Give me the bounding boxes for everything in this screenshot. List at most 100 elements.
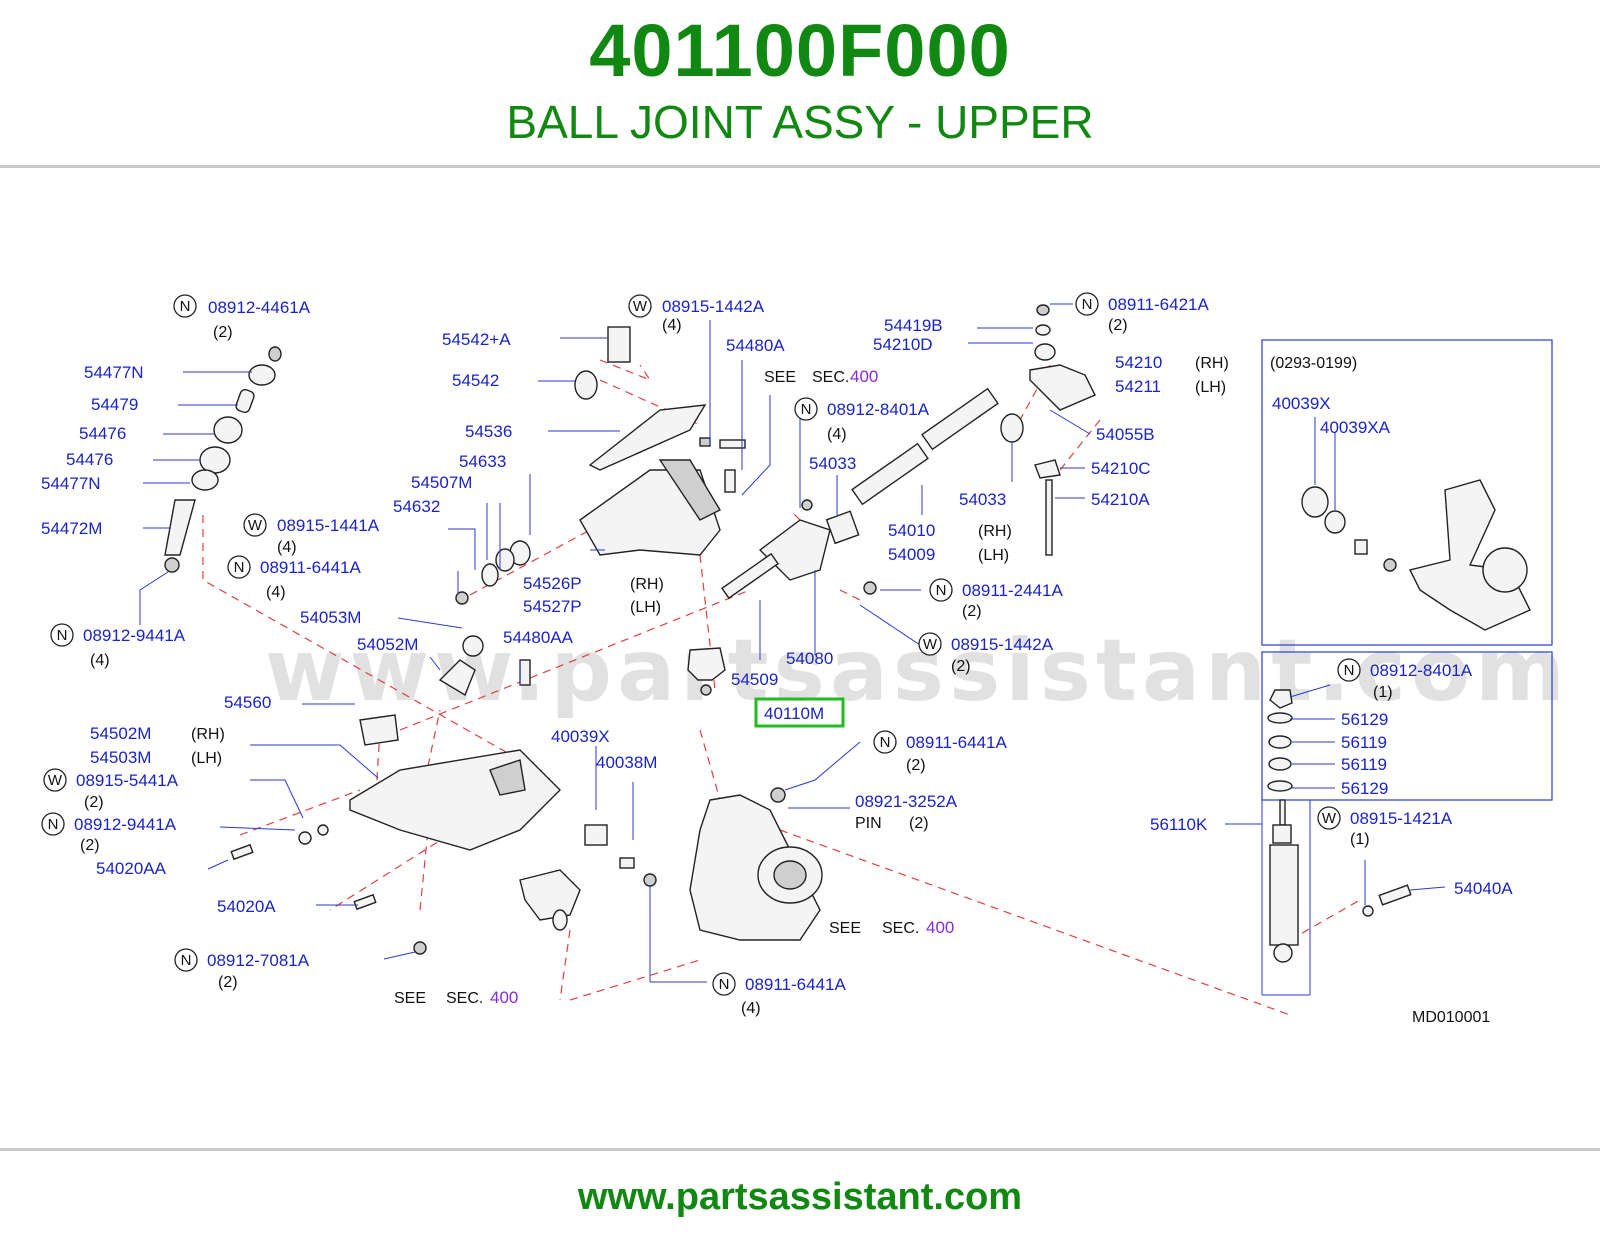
label-08912-4461A[interactable]: 08912-4461A	[208, 298, 311, 317]
svg-text:(4): (4)	[266, 584, 286, 601]
svg-text:(LH): (LH)	[630, 599, 661, 616]
label-54479[interactable]: 54479	[91, 395, 138, 414]
label-08911-6441A-a[interactable]: 08911-6441A	[260, 558, 361, 577]
label-54010[interactable]: 54010	[888, 521, 935, 540]
label-56119-b[interactable]: 56119	[1341, 755, 1387, 774]
label-54477N-b[interactable]: 54477N	[41, 474, 101, 493]
svg-text:(RH): (RH)	[191, 726, 225, 743]
label-54536[interactable]: 54536	[465, 422, 512, 441]
label-08911-6441A-b[interactable]: 08911-6441A	[906, 733, 1007, 752]
label-54080[interactable]: 54080	[786, 649, 833, 668]
label-08912-9441A-b[interactable]: 08912-9441A	[74, 815, 177, 834]
label-54210A[interactable]: 54210A	[1091, 490, 1150, 509]
label-40038M[interactable]: 40038M	[596, 753, 657, 772]
label-54040A[interactable]: 54040A	[1454, 879, 1513, 898]
label-40039X-inset[interactable]: 40039X	[1272, 394, 1331, 413]
label-54542A[interactable]: 54542+A	[442, 330, 511, 349]
label-56129-a[interactable]: 56129	[1341, 710, 1388, 729]
see-section-link-top[interactable]: 400	[850, 367, 878, 386]
label-54053M[interactable]: 54053M	[300, 608, 361, 627]
label-08915-1442A-b[interactable]: 08915-1442A	[951, 635, 1054, 654]
svg-text:(1): (1)	[1350, 831, 1370, 848]
svg-text:N: N	[234, 559, 245, 576]
label-54020A[interactable]: 54020A	[217, 897, 276, 916]
label-54055B[interactable]: 54055B	[1096, 425, 1155, 444]
label-40039X[interactable]: 40039X	[551, 727, 610, 746]
label-08911-6441A-c[interactable]: 08911-6441A	[745, 975, 846, 994]
svg-text:W: W	[923, 636, 938, 653]
svg-text:W: W	[1322, 810, 1337, 827]
label-54210[interactable]: 54210	[1115, 353, 1162, 372]
label-40110M-highlighted[interactable]: 40110M	[764, 704, 824, 723]
label-54526P[interactable]: 54526P	[523, 574, 582, 593]
label-08912-8401A-b[interactable]: 08912-8401A	[1370, 661, 1473, 680]
svg-text:N: N	[719, 976, 730, 993]
svg-text:SEC.: SEC.	[446, 990, 483, 1007]
label-54472M[interactable]: 54472M	[41, 519, 102, 538]
svg-text:W: W	[48, 772, 63, 789]
label-54476-a[interactable]: 54476	[79, 424, 126, 443]
see-section-link-right[interactable]: 400	[926, 918, 954, 937]
label-54009[interactable]: 54009	[888, 545, 935, 564]
footer-website-link[interactable]: www.partsassistant.com	[577, 1176, 1023, 1218]
label-54052M[interactable]: 54052M	[357, 635, 418, 654]
label-54633[interactable]: 54633	[459, 452, 506, 471]
inset-shock-mount-box	[1261, 651, 1553, 801]
label-54503M[interactable]: 54503M	[90, 748, 151, 767]
label-08911-6421A[interactable]: 08911-6421A	[1108, 295, 1209, 314]
svg-text:(2): (2)	[80, 837, 100, 854]
svg-text:N: N	[57, 627, 68, 644]
see-section-link-bottom[interactable]: 400	[490, 988, 518, 1007]
svg-text:(LH): (LH)	[978, 547, 1009, 564]
label-08915-5441A[interactable]: 08915-5441A	[76, 771, 179, 790]
label-54542[interactable]: 54542	[452, 371, 499, 390]
label-54560[interactable]: 54560	[224, 693, 271, 712]
label-54211[interactable]: 54211	[1115, 377, 1161, 396]
svg-text:(LH): (LH)	[191, 750, 222, 767]
svg-text:N: N	[801, 401, 812, 418]
label-54509[interactable]: 54509	[731, 670, 778, 689]
label-56119-a[interactable]: 56119	[1341, 733, 1387, 752]
label-56129-b[interactable]: 56129	[1341, 779, 1388, 798]
label-54477N[interactable]: 54477N	[84, 363, 144, 382]
label-54419B[interactable]: 54419B	[884, 316, 943, 335]
label-08915-1421A[interactable]: 08915-1421A	[1350, 809, 1453, 828]
svg-text:(4): (4)	[662, 317, 682, 334]
label-54210D[interactable]: 54210D	[873, 335, 933, 354]
label-54527P[interactable]: 54527P	[523, 597, 582, 616]
page-header: 401100F000 BALL JOINT ASSY - UPPER	[0, 0, 1600, 168]
svg-text:(LH): (LH)	[1195, 379, 1226, 396]
svg-text:SEC.: SEC.	[882, 920, 919, 937]
label-56110K[interactable]: 56110K	[1150, 815, 1208, 834]
label-54020AA[interactable]: 54020AA	[96, 859, 167, 878]
label-08921-3252A[interactable]: 08921-3252A	[855, 792, 958, 811]
svg-text:(RH): (RH)	[630, 576, 664, 593]
label-54507M[interactable]: 54507M	[411, 473, 472, 492]
highlighted-part-box	[754, 697, 845, 728]
label-54480AA[interactable]: 54480AA	[503, 628, 574, 647]
label-08915-1441A[interactable]: 08915-1441A	[277, 516, 380, 535]
label-54476-b[interactable]: 54476	[66, 450, 113, 469]
label-54033-a[interactable]: 54033	[809, 454, 856, 473]
label-08912-9441A-a[interactable]: 08912-9441A	[83, 626, 186, 645]
svg-text:(1): (1)	[1373, 684, 1393, 701]
svg-text:N: N	[180, 298, 191, 315]
svg-text:(2): (2)	[909, 815, 929, 832]
label-08911-2441A[interactable]: 08911-2441A	[962, 581, 1063, 600]
label-54502M[interactable]: 54502M	[90, 724, 151, 743]
lower-control-arm-and-frame	[230, 635, 657, 955]
label-08915-1442A[interactable]: 08915-1442A	[662, 297, 765, 316]
inset-date-range: (0293-0199)	[1270, 355, 1357, 372]
label-54033-b[interactable]: 54033	[959, 490, 1006, 509]
svg-text:SEE: SEE	[829, 920, 861, 937]
svg-text:(2): (2)	[1108, 317, 1128, 334]
label-54210C[interactable]: 54210C	[1091, 459, 1151, 478]
label-40039XA[interactable]: 40039XA	[1320, 418, 1391, 437]
label-54632[interactable]: 54632	[393, 497, 440, 516]
label-08912-8401A-a[interactable]: 08912-8401A	[827, 400, 930, 419]
label-54480A[interactable]: 54480A	[726, 336, 785, 355]
svg-text:SEC.: SEC.	[812, 369, 849, 386]
label-08912-7081A[interactable]: 08912-7081A	[207, 951, 310, 970]
footer-divider	[0, 1148, 1600, 1151]
svg-text:SEE: SEE	[394, 990, 426, 1007]
